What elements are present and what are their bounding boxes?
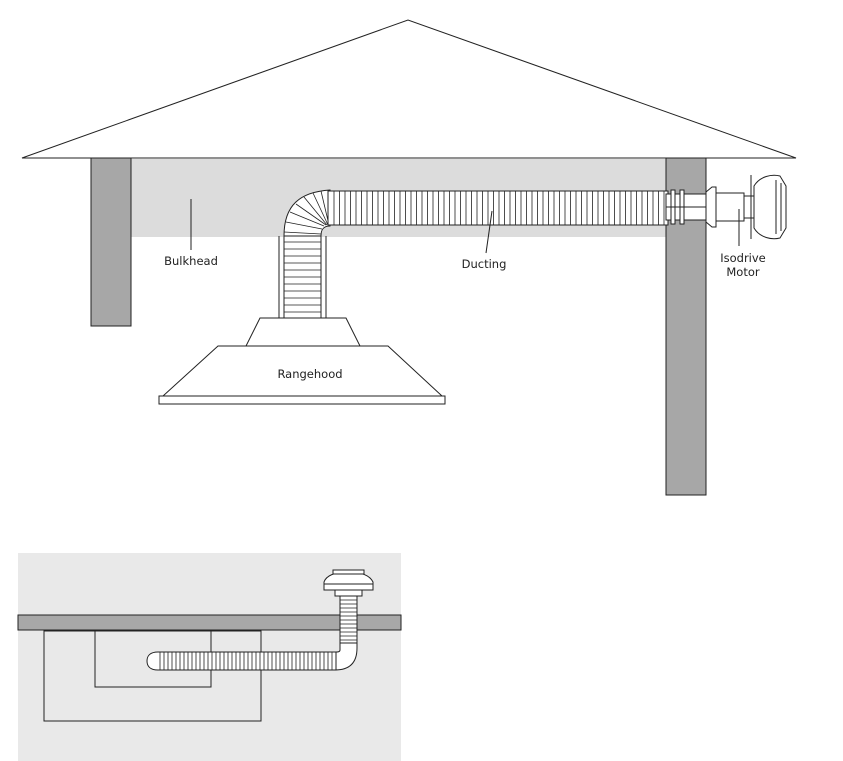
horizontal-ducting [327, 190, 669, 226]
duct-rib [283, 231, 322, 235]
duct-rib [303, 196, 328, 226]
duct-rib [289, 211, 325, 227]
left-wall [90, 157, 132, 327]
duct-rib [285, 221, 323, 230]
inset-diagram [17, 553, 402, 761]
duct-rib [295, 203, 327, 226]
duct-elbow [283, 189, 331, 237]
label-bulkhead: Bulkhead [164, 254, 218, 268]
inset-riser [339, 594, 358, 644]
wall-connector [665, 189, 707, 225]
label-ducting: Ducting [462, 257, 507, 271]
inset-ceiling-slab [17, 614, 402, 631]
roof [21, 19, 797, 159]
vertical-duct [278, 235, 327, 319]
duct-rib [312, 192, 329, 226]
label-isodrive: Isodrive [720, 251, 766, 265]
rangehood [158, 317, 446, 405]
inset-ducting [146, 651, 337, 671]
isodrive-motor [705, 174, 787, 240]
label-motor: Motor [726, 265, 760, 279]
inset-motor [323, 569, 374, 597]
main-diagram: Bulkhead Ducting Isodrive Motor Rangehoo… [21, 19, 797, 496]
label-rangehood: Rangehood [277, 367, 342, 381]
ducting-leader [485, 210, 493, 254]
